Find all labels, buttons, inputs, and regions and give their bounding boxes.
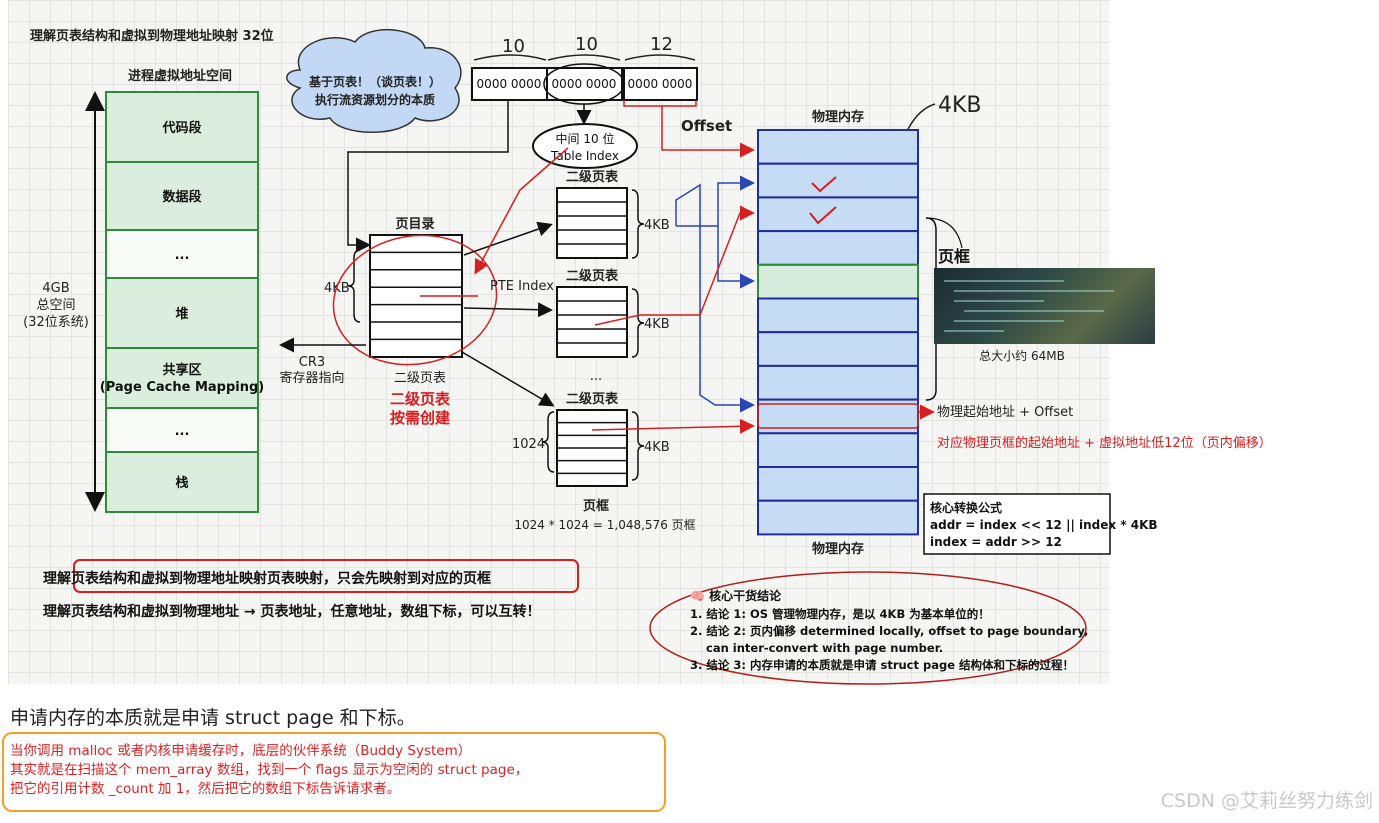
second-level-size: 4KB — [644, 440, 670, 455]
conclusion-1: 1. 结论 1: OS 管理物理内存，是以 4KB 为基本单位的！ — [690, 607, 990, 621]
conclusions-title: 🧠 核心干货结论 — [690, 588, 782, 603]
virtual-segment — [105, 229, 259, 279]
second-level-brace — [631, 288, 645, 358]
caption: 申请内存的本质就是申请 struct page 和下标。 — [10, 707, 416, 729]
virtual-space-title: 进程虚拟地址空间 — [128, 68, 232, 84]
cloud-note: 基于页表！（谈页表！）执行流资源划分的本质 — [286, 28, 462, 133]
address-cell-1: 0000 0000 — [477, 77, 542, 91]
conclusion-3: 3. 结论 3: 内存申请的本质就是申请 struct page 结构体和下标的… — [690, 658, 1074, 672]
formula-line2: index = addr >> 12 — [930, 535, 1062, 549]
note-box: 当你调用 malloc 或者内核申请缓存时，底层的伙伴系统（Buddy Syst… — [2, 732, 666, 812]
virtual-segment-label: 代码段 — [161, 120, 201, 136]
bits-label-3: 12 — [650, 34, 673, 55]
second-level-brace — [631, 411, 645, 481]
note-line-2: 其实就是在扫描这个 mem_array 数组，找到一个 flags 显示为空闲的… — [10, 762, 529, 778]
physical-frame — [757, 331, 919, 367]
diagram-board: 理解页表结构和虚拟到物理地址映射 32位 进程虚拟地址空间 代码段数据段... 堆… — [8, 0, 1158, 685]
second-level-size: 4KB — [644, 218, 670, 233]
physical-frame — [757, 230, 919, 266]
bits-label-1: 10 — [502, 36, 525, 57]
address-cell-2: 0000 0000 — [552, 77, 617, 91]
virtual-segment-label: 数据段 — [162, 189, 201, 205]
note-line-3: 把它的引用计数 _count 加 1，然后把它的数组下标告诉请求者。 — [10, 781, 401, 797]
cloud-text: 基于页表！（谈页表！）执行流资源划分的本质 — [308, 74, 441, 107]
physical-explain: 对应物理页框的起始地址 + 虚拟地址低12位（页内偏移） — [937, 436, 1272, 451]
physical-title: 物理内存 — [812, 109, 864, 125]
page-directory-caption: 二级页表 — [394, 371, 446, 386]
entry-count: 1024 — [512, 437, 545, 452]
virtual-segment-label: 栈 — [175, 475, 188, 491]
second-level-title: 二级页表 — [566, 268, 619, 284]
second-level-table — [556, 286, 628, 358]
physical-memory — [757, 129, 919, 536]
physical-frame — [757, 432, 919, 468]
second-level-brace — [631, 189, 645, 259]
bottom-line-2: 理解页表结构和虚拟到物理地址 → 页表地址，任意地址，数组下标，可以互转！ — [43, 603, 540, 620]
address-cell-3: 0000 0000 — [628, 77, 693, 91]
physical-frame — [757, 196, 919, 233]
pte-index-label: PTE Index — [490, 279, 554, 294]
formula-box: 核心转换公式 addr = index << 12 || index * 4KB… — [923, 493, 1158, 555]
virtual-segment — [105, 451, 259, 513]
table-index-line1: 中间 10 位 — [556, 131, 615, 146]
conclusion-2b: can inter-convert with page number. — [690, 641, 943, 655]
address-bits: 10 10 12 0000 0000 0000 0000 0000 0000 — [471, 34, 698, 107]
on-demand-note: 二级页表按需创建 — [390, 390, 451, 427]
physical-frame — [757, 466, 919, 502]
formula-title: 核心转换公式 — [930, 500, 1002, 515]
virtual-segment — [105, 277, 259, 349]
virtual-segment-label: ... — [175, 424, 190, 439]
second-level-dots: ... — [590, 369, 602, 384]
virtual-segment-label: ... — [175, 248, 190, 263]
code-thumbnail-image — [934, 268, 1155, 344]
virtual-segment-label: 堆 — [175, 306, 188, 322]
second-level-table — [556, 187, 628, 259]
second-level-tables: 二级页表 4KB 二级页表 4KB 二级页表 4KB — [556, 169, 670, 487]
thumb-caption: 总大小约 64MB — [979, 348, 1065, 363]
physical-frame — [757, 129, 919, 165]
table-index-line2: Table Index — [550, 149, 619, 163]
physical-frame — [757, 364, 919, 401]
page-frame-label: 页框 — [938, 247, 970, 266]
physical-size: 4KB — [938, 93, 982, 118]
second-level-title: 二级页表 — [566, 169, 619, 185]
physical-frame — [757, 263, 919, 300]
bits-label-2: 10 — [575, 34, 598, 55]
virtual-segment — [105, 347, 259, 409]
frame-label: 页框 — [583, 498, 609, 514]
offset-label: Offset — [681, 117, 732, 135]
conclusion-2: 2. 结论 2: 页内偏移 determined locally, offset… — [690, 624, 1088, 638]
physical-bottom: 物理内存 — [812, 541, 864, 557]
physical-frame — [757, 162, 919, 199]
page-directory-title: 页目录 — [395, 217, 434, 232]
second-level-title: 二级页表 — [566, 391, 619, 407]
physical-frame — [757, 297, 919, 334]
second-level-size: 4KB — [644, 317, 670, 332]
diagram-title: 理解页表结构和虚拟到物理地址映射 32位 — [30, 28, 274, 44]
note-line-1: 当你调用 malloc 或者内核申请缓存时，底层的伙伴系统（Buddy Syst… — [10, 743, 472, 759]
physical-frame — [757, 499, 919, 536]
watermark: CSDN @艾莉丝努力练剑 — [1160, 790, 1373, 812]
virtual-segment — [105, 161, 259, 231]
base-offset-label: 物理起始地址 + Offset — [937, 405, 1073, 420]
virtual-segment-label: 共享区(Page Cache Mapping) — [100, 362, 264, 395]
bottom-line-1: 理解页表结构和虚拟到物理地址映射页表映射，只会先映射到对应的页框 — [43, 570, 491, 587]
formula-line1: addr = index << 12 || index * 4KB — [930, 518, 1158, 532]
frame-formula: 1024 * 1024 = 1,048,576 页框 — [514, 518, 695, 532]
